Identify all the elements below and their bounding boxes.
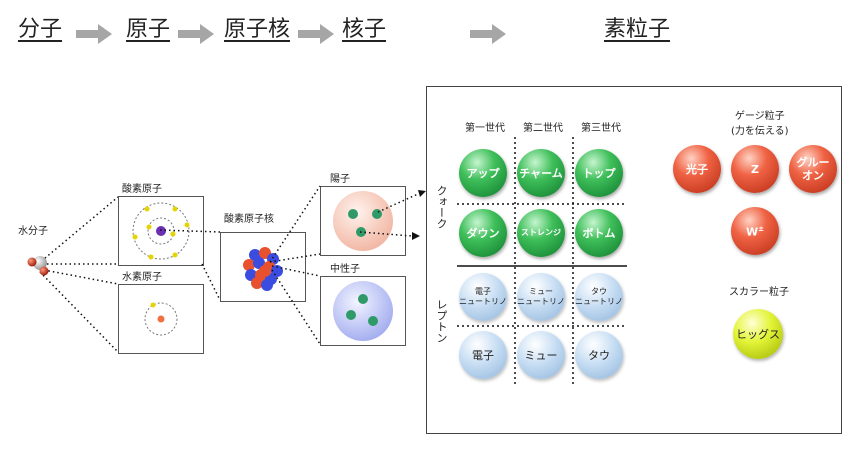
top-quark: トップ	[575, 149, 623, 197]
down-quark: ダウン	[459, 209, 507, 257]
z-boson: Z	[731, 145, 779, 193]
electron: 電子	[459, 331, 507, 379]
higgs-boson: ヒッグス	[733, 309, 783, 359]
electron-neutrino: 電子ニュートリノ	[459, 273, 507, 321]
oxygen-nucleus-label: 酸素原子核	[224, 214, 274, 225]
proton-label: 陽子	[330, 174, 350, 185]
photon: 光子	[673, 145, 721, 193]
quark-label: クォーク	[435, 185, 448, 229]
oxygen-ball	[33, 256, 47, 270]
lepton-label: レプトン	[435, 299, 448, 343]
oxygen-atom-box	[118, 196, 204, 266]
neutron-diagram	[333, 281, 393, 341]
hydrogen-atom-diagram	[144, 302, 178, 336]
w-boson: W±	[731, 207, 779, 255]
right-arrow-icon	[178, 24, 214, 44]
elementary-particles-panel: 第一世代 第二世代 第三世代 クォーク レプトン アップ チャーム トップ ダウ…	[426, 86, 842, 434]
hydrogen-ball	[39, 266, 49, 276]
bottom-quark: ボトム	[575, 209, 623, 257]
oxygen-atom-label: 酸素原子	[122, 184, 162, 195]
right-arrow-icon	[298, 24, 334, 44]
oxygen-nucleus-box	[220, 232, 306, 302]
strange-quark: ストレンジ	[517, 209, 565, 257]
step-atom: 原子	[126, 17, 171, 42]
gen-2-label: 第二世代	[523, 123, 563, 134]
step-nucleon: 核子	[342, 17, 387, 42]
nucleus-diagram	[243, 247, 283, 291]
hydrogen-ball	[27, 257, 37, 267]
step-molecule: 分子	[18, 17, 63, 42]
gen-3-label: 第三世代	[581, 123, 621, 134]
scalar-title: スカラー粒子	[729, 287, 789, 298]
neutron-label: 中性子	[330, 264, 360, 275]
muon: ミュー	[517, 331, 565, 379]
oxygen-atom-diagram	[132, 202, 190, 260]
tau: タウ	[575, 331, 623, 379]
up-quark: アップ	[459, 149, 507, 197]
tau-neutrino: タウニュートリノ	[575, 273, 623, 321]
hydrogen-atom-box	[118, 284, 204, 354]
hydrogen-atom-label: 水素原子	[122, 272, 162, 283]
neutron-box	[320, 276, 406, 346]
step-nucleus: 原子核	[224, 17, 291, 42]
gen-1-label: 第一世代	[465, 123, 505, 134]
proton-box	[320, 186, 406, 256]
charm-quark: チャーム	[517, 149, 565, 197]
gluon: グルーオン	[789, 145, 837, 193]
step-elementary: 素粒子	[604, 17, 671, 42]
water-molecule-label: 水分子	[18, 226, 48, 237]
right-arrow-icon	[76, 24, 112, 44]
gauge-title: ゲージ粒子(力を伝える)	[731, 111, 789, 137]
grid-lines	[457, 137, 627, 387]
right-arrow-icon	[470, 24, 506, 44]
muon-neutrino: ミューニュートリノ	[517, 273, 565, 321]
